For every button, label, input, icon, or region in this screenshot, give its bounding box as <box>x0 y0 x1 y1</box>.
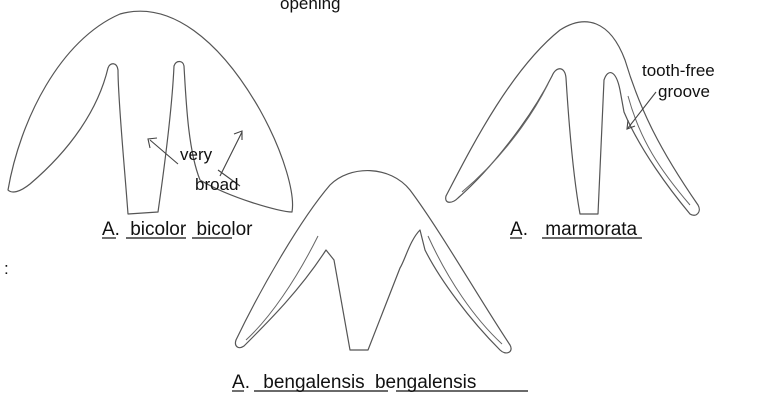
bengalensis-outline <box>235 171 511 353</box>
annotation-tooth-free: tooth-free <box>642 61 715 80</box>
label-marmorata-dot: . <box>523 219 528 240</box>
label-bicolor-genus: A. <box>102 219 120 240</box>
label-marmorata-genus: A <box>510 219 523 240</box>
label-bicolor-species: bicolor <box>130 219 187 240</box>
svg-text:A. marmorata: A. marmorata <box>510 219 638 240</box>
marmorata-groove-left <box>462 84 548 192</box>
bicolor-outline <box>8 11 293 214</box>
arrow-left <box>150 140 178 164</box>
top-label: opening <box>280 0 341 13</box>
bengalensis-groove-right <box>428 236 502 344</box>
marmorata-outline <box>446 22 700 216</box>
arrow-right-up <box>220 132 242 176</box>
annotation-broad: broad <box>195 175 238 194</box>
specimen-bengalensis-drawing <box>235 171 511 353</box>
svg-text:A. bengalensis ben: A. bengalensis bengalensis <box>232 372 476 393</box>
margin-mark: : <box>4 259 9 278</box>
marmorata-groove-right <box>628 96 690 205</box>
label-bengalensis-species: bengalensis <box>263 372 364 393</box>
specimen-marmorata-drawing <box>446 22 700 216</box>
label-bengalensis-genus: A <box>232 372 245 393</box>
annotation-very: very <box>180 145 213 164</box>
annotation-groove: groove <box>658 82 710 101</box>
annotation-tooth-free-groove: tooth-free groove <box>627 61 715 129</box>
bengalensis-groove-left <box>246 236 318 340</box>
arrowhead-left <box>148 138 157 148</box>
specimen-bicolor-drawing <box>8 11 293 214</box>
label-bicolor-subspecies: bicolor <box>197 219 254 240</box>
label-marmorata-species: marmorata <box>545 219 637 240</box>
label-bicolor-bicolor: A. bicolor bicolor <box>102 219 253 240</box>
label-marmorata: A. marmorata <box>510 219 642 240</box>
svg-text:A. bicolor bicolor: A. bicolor bicolor <box>102 219 253 240</box>
label-bengalensis-bengalensis: A. bengalensis bengalensis <box>232 372 528 393</box>
label-bengalensis-subspecies: bengalensis <box>375 372 476 393</box>
label-bengalensis-dot: . <box>245 372 250 393</box>
